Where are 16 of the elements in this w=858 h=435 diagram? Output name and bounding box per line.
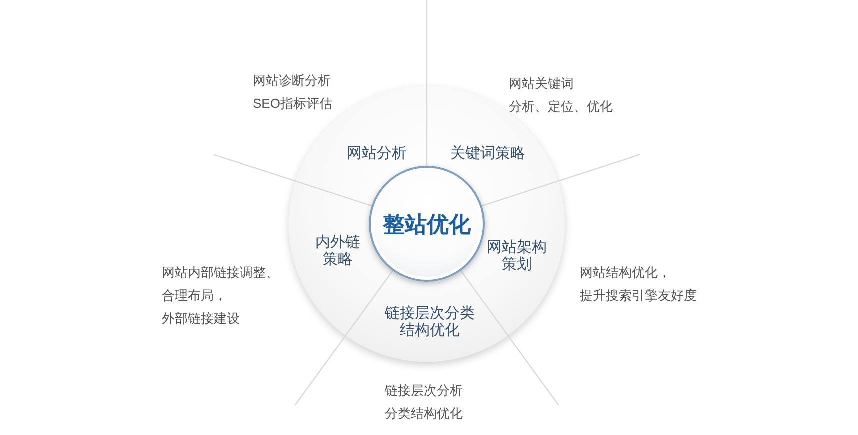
caption-text: 提升搜索引擎友好度 — [580, 287, 697, 305]
caption-text: 分类结构优化 — [385, 405, 463, 423]
caption-text: 网站结构优化， — [580, 264, 672, 282]
sector-label: 网站分析 — [347, 145, 407, 163]
sector-label: 内外链策略 — [316, 234, 360, 268]
caption-text: 网站关键词 — [509, 75, 575, 93]
caption-text: 合理布局， — [162, 287, 228, 305]
caption-text: 网站诊断分析 — [253, 72, 332, 90]
caption-text: 分析、定位、优化 — [509, 98, 613, 116]
caption-text: 网站内部链接调整、 — [162, 264, 279, 282]
caption-text: 链接层次分析 — [385, 382, 463, 400]
sector-label: 关键词策略 — [450, 145, 526, 163]
caption-text: 外部链接建设 — [162, 310, 241, 328]
sector-label: 网站架构策划 — [487, 239, 547, 273]
caption-text: SEO指标评估 — [253, 95, 332, 113]
sector-label: 链接层次分类结构优化 — [385, 305, 475, 339]
